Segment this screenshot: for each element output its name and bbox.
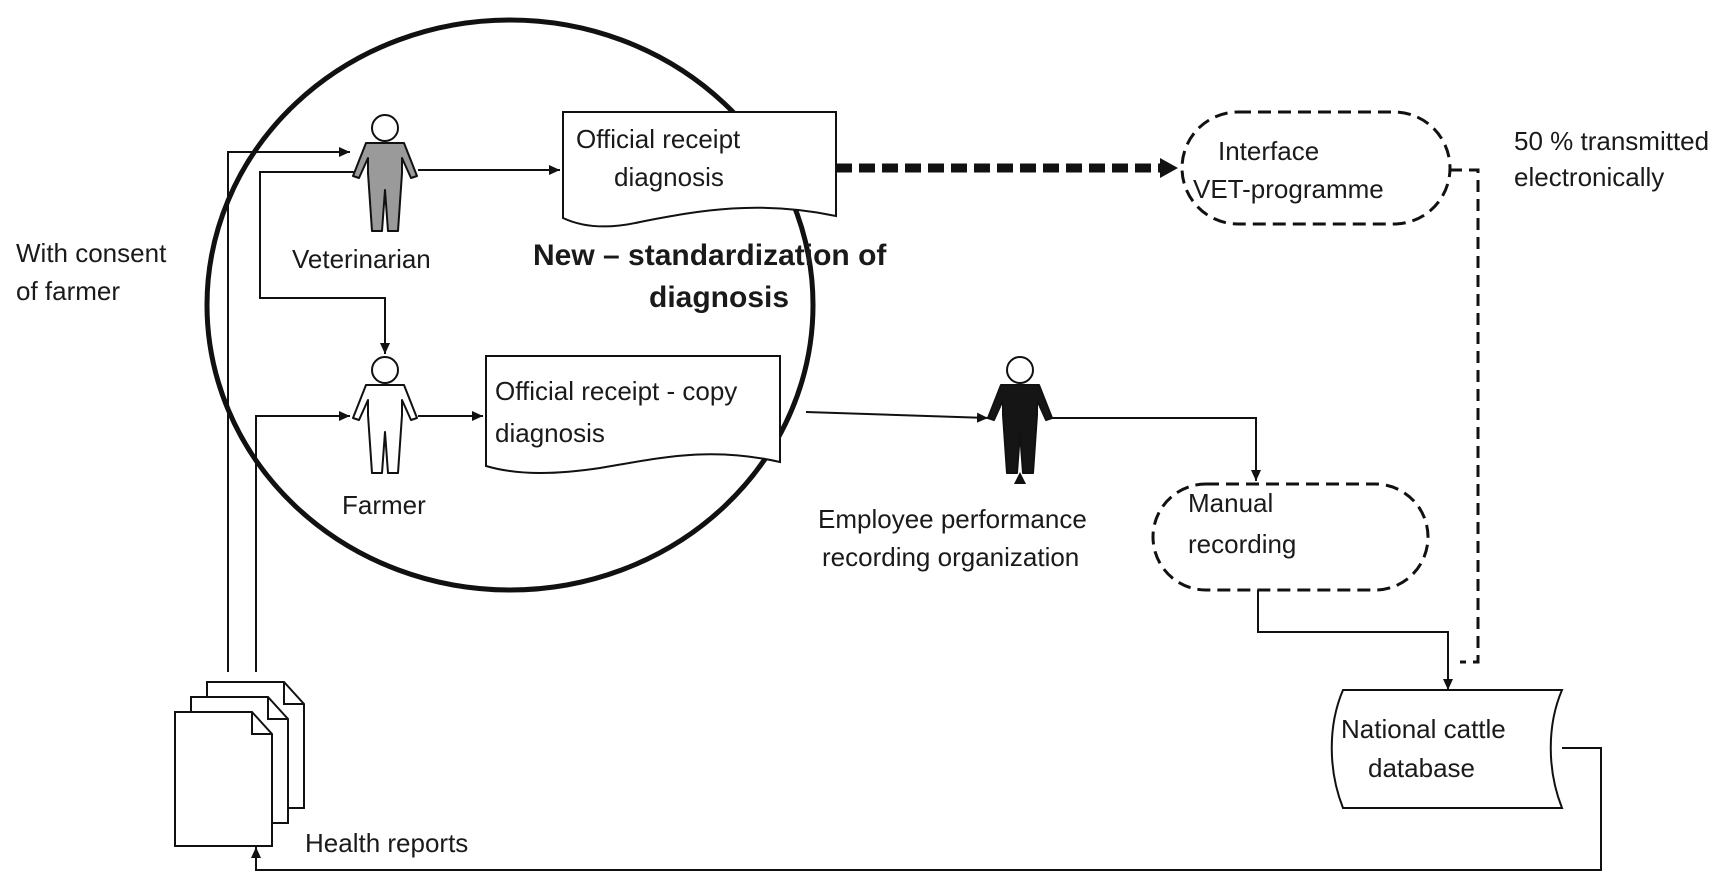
consent-to-veterinarian-line — [227, 147, 350, 672]
farmer-label: Farmer — [342, 490, 426, 520]
interface-vet-programme-process: Interface VET-programme — [1180, 110, 1452, 226]
official-receipt-line2: diagnosis — [614, 162, 724, 192]
stacked-documents-icon — [174, 681, 305, 847]
electronic-transfer-arrowhead — [1160, 158, 1178, 178]
interface-line1: Interface — [1218, 136, 1319, 166]
consent-label-line1: With consent — [16, 238, 167, 268]
employee-label-line2: recording organization — [822, 542, 1079, 572]
database-to-health-reports-arrow — [251, 747, 1602, 871]
official-copy-line1: Official receipt - copy — [495, 376, 737, 406]
official-copy-document: Official receipt - copy diagnosis — [485, 355, 781, 474]
official-copy-line2: diagnosis — [495, 418, 605, 448]
database-line1: National cattle — [1341, 714, 1506, 744]
manual-recording-process: Manual recording — [1151, 482, 1430, 592]
new-standardization-label-line2: diagnosis — [649, 281, 789, 314]
consent-to-farmer-line — [255, 411, 350, 672]
veterinarian-to-farmer-line — [259, 171, 390, 354]
manual-line2: recording — [1188, 529, 1296, 559]
transmitted-label-line1: 50 % transmitted — [1514, 126, 1709, 156]
employee-label-line1: Employee performance — [818, 504, 1087, 534]
transmitted-label-line2: electronically — [1514, 162, 1664, 192]
standardization-region — [204, 17, 816, 593]
official-receipt-document: Official receipt diagnosis — [562, 111, 837, 228]
employee-to-manual-arrow — [1048, 417, 1261, 481]
manual-line1: Manual — [1188, 488, 1273, 518]
health-reports-label: Health reports — [305, 828, 468, 858]
copy-to-employee-arrow — [805, 411, 989, 423]
manual-to-database-arrow — [1257, 588, 1453, 690]
official-receipt-line1: Official receipt — [576, 124, 741, 154]
database-line2: database — [1368, 753, 1475, 783]
person-icon-grey — [352, 114, 418, 232]
consent-label-line2: of farmer — [16, 276, 120, 306]
national-cattle-database: National cattle database — [1330, 689, 1564, 809]
veterinarian-label: Veterinarian — [292, 244, 431, 274]
new-standardization-label-line1: New – standardization of — [533, 239, 887, 272]
interface-to-database-dashed-line — [1450, 168, 1480, 664]
person-icon-black — [987, 356, 1053, 484]
person-icon-white — [352, 356, 418, 474]
interface-line2: VET-programme — [1193, 174, 1384, 204]
